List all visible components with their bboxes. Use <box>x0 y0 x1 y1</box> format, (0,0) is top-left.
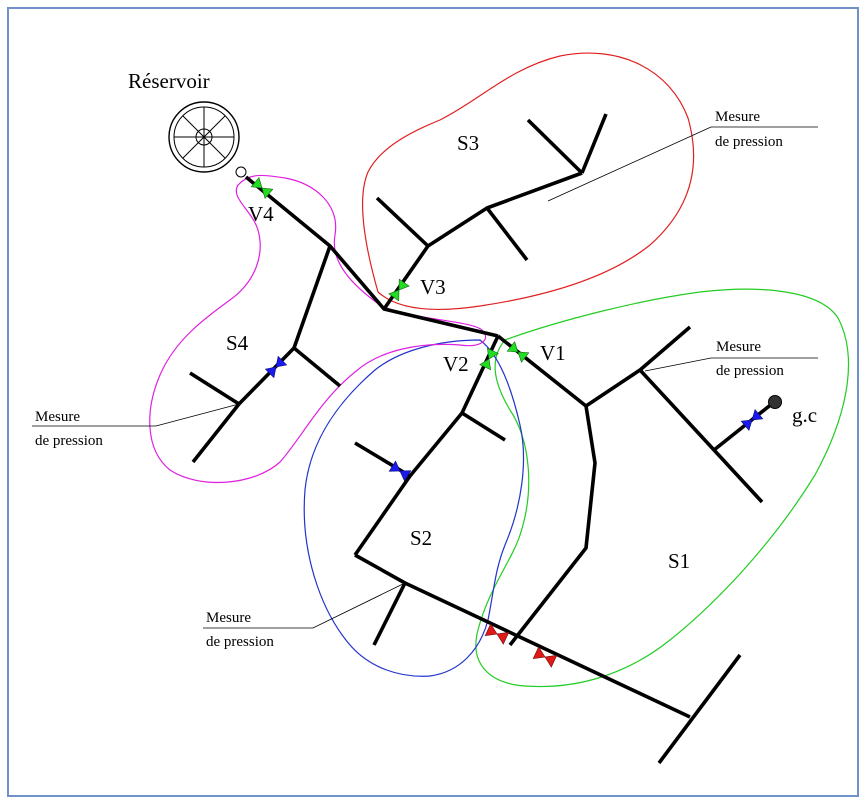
gc-label: g.c <box>792 403 817 427</box>
sector-s3-boundary <box>361 52 695 311</box>
valve-v1-icon <box>506 341 530 363</box>
pipe-network <box>189 113 775 765</box>
bottom-stub <box>372 582 407 646</box>
pressure-note-top-right-line2: de pression <box>715 134 783 150</box>
gc-node-icon <box>768 395 782 409</box>
s4-end-lower <box>191 402 241 464</box>
s1-branch-down <box>638 368 764 504</box>
pressure-note-bottom-line1: Mesure <box>206 610 251 626</box>
s2-main <box>353 335 500 557</box>
pressure-note-left-line1: Mesure <box>35 409 80 425</box>
pressure-note-bottom-line2: de pression <box>206 634 274 650</box>
sector-s1-boundary <box>475 288 850 688</box>
s3-end-right <box>580 113 608 174</box>
sector-s2-boundary <box>303 339 525 677</box>
s1-main <box>496 334 597 647</box>
valve-v4-icon <box>250 176 274 200</box>
end-tee <box>657 653 742 765</box>
s4-end-upper <box>189 371 240 406</box>
reservoir-label: Réservoir <box>128 69 210 93</box>
s1-branch-gc <box>712 401 775 452</box>
sector-s2-label: S2 <box>410 526 432 550</box>
s3-end-left <box>526 118 584 175</box>
valve-s4-blue-icon <box>264 355 288 379</box>
valve-red-1-icon <box>484 623 510 645</box>
s4-stub <box>292 346 342 388</box>
valve-v3-label: V3 <box>420 275 446 299</box>
s1-branch <box>585 325 692 408</box>
valve-gc-blue-icon <box>740 408 764 432</box>
main-trunk <box>244 175 499 338</box>
valve-s2-blue-icon <box>388 460 412 482</box>
sector-s3-label: S3 <box>457 131 479 155</box>
s2-stub-left <box>354 441 411 478</box>
valve-v3-icon <box>388 278 410 302</box>
pressure-note-left-line2: de pression <box>35 433 103 449</box>
valve-red-2-icon <box>532 646 558 668</box>
sector-s4-boundary <box>149 174 487 484</box>
s3-main <box>382 171 583 311</box>
s3-left-stub <box>375 196 430 248</box>
pressure-note-mid-right-line2: de pression <box>716 363 784 379</box>
bottom-trunk <box>354 553 691 719</box>
s3-mid-stub <box>485 206 529 262</box>
sector-s1-label: S1 <box>668 549 690 573</box>
diagram-frame <box>7 7 859 797</box>
sector-s4-label: S4 <box>226 331 249 355</box>
reservoir-outlet-node <box>235 166 247 178</box>
s2-stub-right <box>461 411 506 442</box>
valve-v2-label: V2 <box>443 352 469 376</box>
valve-v1-label: V1 <box>540 341 566 365</box>
pressure-note-top-right-line1: Mesure <box>715 109 760 125</box>
pressure-leaders <box>32 126 818 629</box>
valve-v4-label: V4 <box>248 202 274 226</box>
reservoir-icon <box>168 101 240 173</box>
pressure-note-mid-right-line1: Mesure <box>716 339 761 355</box>
valve-v2-icon <box>479 347 499 371</box>
s4-branch <box>237 245 332 406</box>
